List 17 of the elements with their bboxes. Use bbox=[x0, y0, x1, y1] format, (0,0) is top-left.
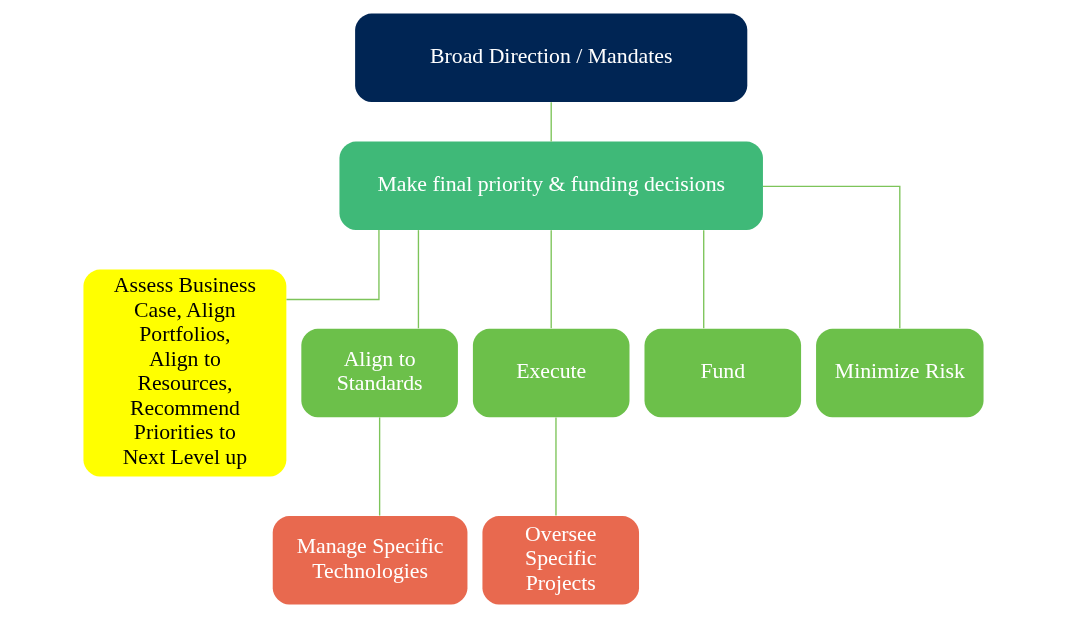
node-box: Make final priority & funding decisions bbox=[339, 141, 763, 230]
connector bbox=[378, 416, 381, 517]
node-box: Oversee Specific Projects bbox=[482, 516, 640, 605]
connector bbox=[417, 229, 420, 329]
connector bbox=[703, 229, 705, 329]
node-box: Assess Business Case, Align Portfolios, Align to Resources, Recommend Priorities to Next Level up bbox=[83, 269, 287, 477]
connector bbox=[762, 185, 901, 329]
connector bbox=[555, 416, 557, 517]
connector bbox=[550, 101, 552, 143]
node-box: Execute bbox=[472, 328, 630, 418]
node-box: Align to Standards bbox=[301, 328, 458, 418]
node-box: Manage Specific Technologies bbox=[272, 516, 468, 605]
connector bbox=[285, 229, 380, 301]
node-box: Fund bbox=[644, 328, 802, 418]
connector bbox=[550, 229, 552, 329]
node-box: Broad Direction / Mandates bbox=[355, 13, 748, 102]
node-box: Minimize Risk bbox=[816, 328, 984, 418]
